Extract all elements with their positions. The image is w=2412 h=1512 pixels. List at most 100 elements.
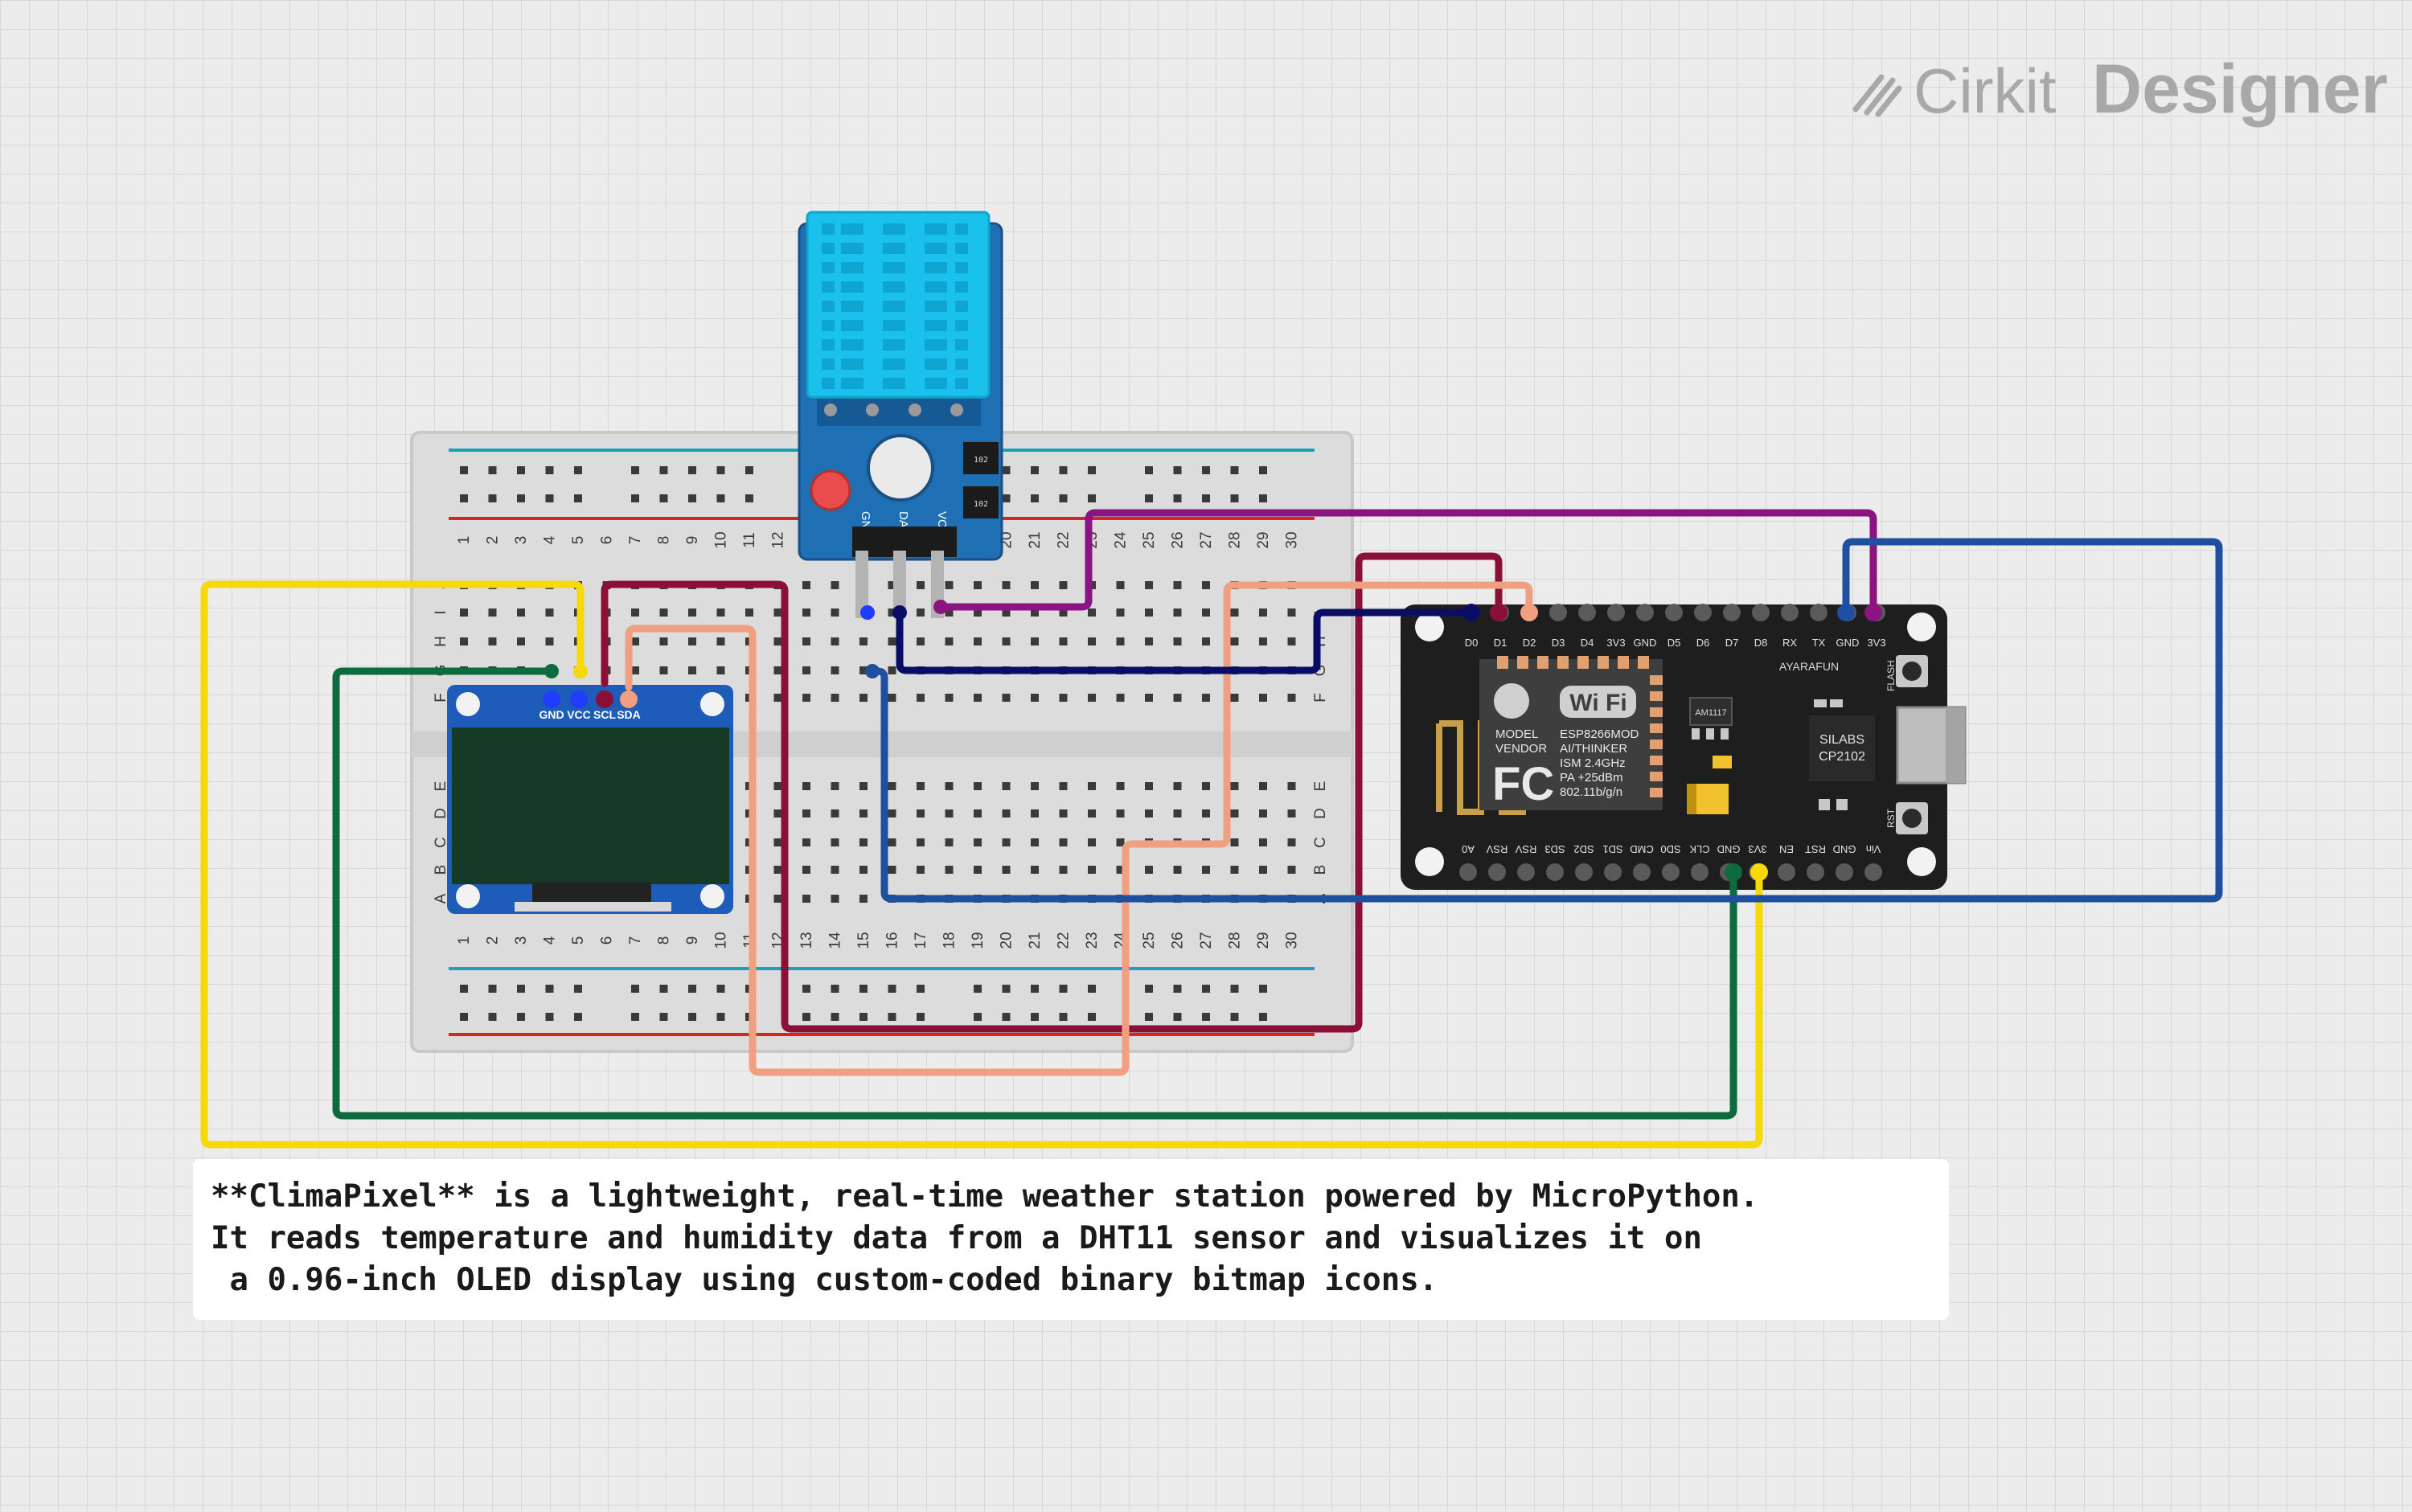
terminal-hole[interactable] — [1173, 782, 1182, 790]
terminal-hole[interactable] — [460, 637, 468, 645]
terminal-hole[interactable] — [945, 782, 954, 790]
terminal-hole[interactable] — [974, 782, 982, 790]
terminal-hole[interactable] — [1088, 782, 1096, 790]
terminal-hole[interactable] — [1088, 694, 1096, 702]
terminal-hole[interactable] — [974, 694, 982, 702]
rail-hole[interactable] — [1059, 985, 1068, 993]
terminal-hole[interactable] — [1088, 866, 1096, 874]
terminal-hole[interactable] — [831, 782, 839, 790]
terminal-hole[interactable] — [1173, 809, 1182, 817]
terminal-hole[interactable] — [1116, 608, 1125, 617]
rail-hole[interactable] — [1259, 494, 1267, 502]
rail-hole[interactable] — [517, 466, 525, 474]
terminal-hole[interactable] — [945, 838, 954, 846]
terminal-hole[interactable] — [1031, 694, 1039, 702]
terminal-hole[interactable] — [802, 866, 810, 874]
terminal-hole[interactable] — [802, 895, 810, 903]
rail-hole[interactable] — [1031, 494, 1039, 502]
rail-hole[interactable] — [1230, 466, 1239, 474]
wire-green-gnd-to-oled-gnd[interactable] — [332, 667, 1737, 1120]
rail-hole[interactable] — [917, 985, 925, 993]
rail-hole[interactable] — [688, 1013, 696, 1021]
rail-hole[interactable] — [1002, 985, 1011, 993]
mcu-top-pin[interactable] — [1578, 604, 1596, 621]
rail-hole[interactable] — [1202, 494, 1210, 502]
rail-hole[interactable] — [1202, 1013, 1210, 1021]
rail-hole[interactable] — [1230, 1013, 1239, 1021]
rail-hole[interactable] — [488, 494, 497, 502]
rail-hole[interactable] — [859, 1013, 868, 1021]
wire-maroon-d1-to-oled-scl[interactable] — [601, 552, 1503, 1033]
terminal-hole[interactable] — [1145, 581, 1153, 589]
rail-hole[interactable] — [1059, 494, 1068, 502]
rail-hole[interactable] — [631, 985, 639, 993]
terminal-hole[interactable] — [1173, 694, 1182, 702]
terminal-hole[interactable] — [1116, 838, 1125, 846]
rail-hole[interactable] — [1145, 466, 1153, 474]
terminal-hole[interactable] — [831, 694, 839, 702]
mcu-top-pin[interactable] — [1694, 604, 1712, 621]
rail-hole[interactable] — [974, 985, 982, 993]
breadboard-pin-yellow[interactable] — [573, 664, 588, 678]
terminal-hole[interactable] — [1287, 782, 1296, 790]
terminal-hole[interactable] — [831, 608, 839, 617]
mcu-top-pin[interactable] — [1636, 604, 1654, 621]
terminal-hole[interactable] — [917, 637, 925, 645]
terminal-hole[interactable] — [859, 895, 868, 903]
rail-hole[interactable] — [888, 1013, 896, 1021]
rail-hole[interactable] — [574, 466, 582, 474]
terminal-hole[interactable] — [460, 608, 468, 617]
terminal-hole[interactable] — [773, 666, 782, 674]
terminal-hole[interactable] — [1031, 838, 1039, 846]
rail-hole[interactable] — [1088, 1013, 1096, 1021]
rail-hole[interactable] — [716, 985, 725, 993]
terminal-hole[interactable] — [945, 637, 954, 645]
terminal-hole[interactable] — [917, 838, 925, 846]
terminal-hole[interactable] — [659, 637, 668, 645]
rail-hole[interactable] — [716, 466, 725, 474]
terminal-hole[interactable] — [659, 666, 668, 674]
rail-hole[interactable] — [545, 1013, 554, 1021]
terminal-hole[interactable] — [631, 637, 639, 645]
terminal-hole[interactable] — [1202, 866, 1210, 874]
wire-navy-d0-to-dht-dat[interactable] — [896, 608, 1475, 674]
terminal-hole[interactable] — [1145, 809, 1153, 817]
mcu-pin-gnd-active[interactable] — [1837, 604, 1855, 621]
wire-blue-gnd-to-dht-gnd[interactable] — [868, 538, 2223, 903]
terminal-hole[interactable] — [831, 838, 839, 846]
dht11-leg-gnd[interactable] — [855, 551, 868, 618]
terminal-hole[interactable] — [831, 666, 839, 674]
rail-hole[interactable] — [1259, 1013, 1267, 1021]
mcu-top-pin[interactable] — [1810, 604, 1827, 621]
terminal-hole[interactable] — [1059, 838, 1068, 846]
terminal-hole[interactable] — [802, 782, 810, 790]
terminal-hole[interactable] — [1088, 637, 1096, 645]
terminal-hole[interactable] — [802, 809, 810, 817]
wire-salmon-d2-to-oled-sda[interactable] — [625, 581, 1533, 1076]
rail-hole[interactable] — [659, 466, 668, 474]
mcu-bottom-pin[interactable] — [1807, 863, 1824, 881]
rail-hole[interactable] — [574, 1013, 582, 1021]
rail-hole[interactable] — [1088, 466, 1096, 474]
oled-pin-vcc[interactable] — [570, 690, 588, 708]
terminal-hole[interactable] — [488, 608, 497, 617]
terminal-hole[interactable] — [688, 637, 696, 645]
terminal-hole[interactable] — [802, 694, 810, 702]
terminal-hole[interactable] — [1230, 866, 1239, 874]
terminal-hole[interactable] — [945, 694, 954, 702]
rail-hole[interactable] — [1259, 466, 1267, 474]
terminal-hole[interactable] — [1145, 694, 1153, 702]
terminal-hole[interactable] — [1031, 809, 1039, 817]
terminal-hole[interactable] — [945, 866, 954, 874]
rail-hole[interactable] — [745, 494, 753, 502]
terminal-hole[interactable] — [545, 608, 554, 617]
terminal-hole[interactable] — [773, 637, 782, 645]
terminal-hole[interactable] — [1116, 637, 1125, 645]
terminal-hole[interactable] — [773, 866, 782, 874]
rail-hole[interactable] — [888, 985, 896, 993]
terminal-hole[interactable] — [802, 581, 810, 589]
terminal-hole[interactable] — [1088, 838, 1096, 846]
rail-hole[interactable] — [1088, 985, 1096, 993]
rail-hole[interactable] — [659, 494, 668, 502]
mcu-pin-d1-active[interactable] — [1490, 604, 1508, 621]
